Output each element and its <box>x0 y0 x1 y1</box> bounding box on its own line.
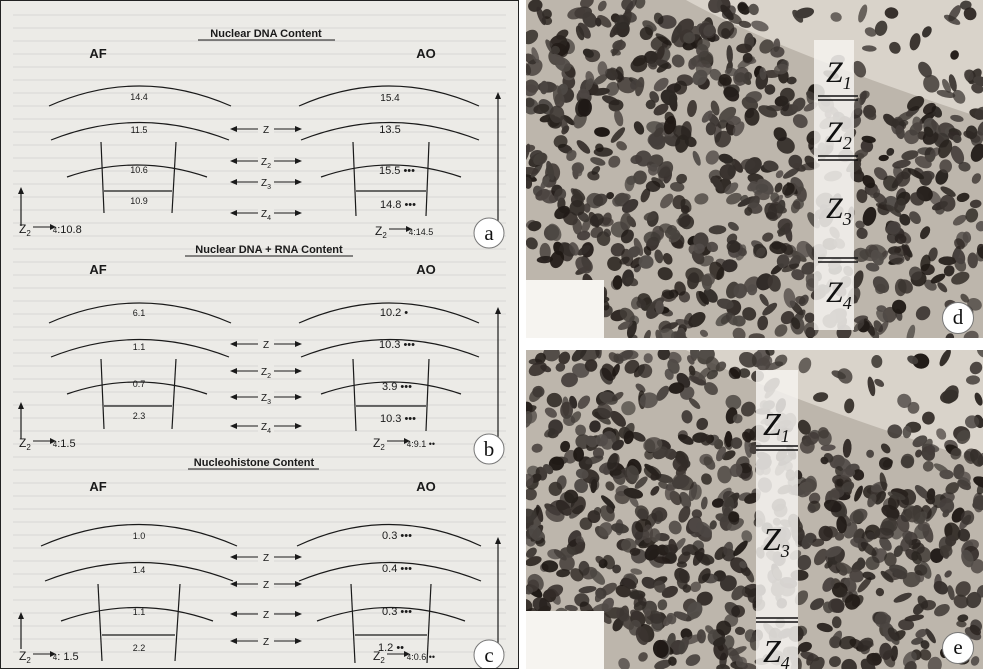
panel-a-ao-value-4: 14.8 ••• <box>380 199 416 211</box>
panel-a-af-value-2: 11.5 <box>131 125 148 135</box>
panel-b-ao-value-3: 3.9 ••• <box>382 381 412 393</box>
panel-c-ao-value-1: 0.3 ••• <box>382 530 412 542</box>
panel-b-right-label: AO <box>416 262 436 277</box>
nucleus-mark <box>895 279 907 296</box>
panel-a-af-value-1: 14.4 <box>130 92 148 102</box>
panel-b-ao-value-2: 10.3 ••• <box>379 339 415 351</box>
panel-c-ao-value-3: 0.3 ••• <box>382 606 412 618</box>
panel-b-left-label: AF <box>89 262 106 277</box>
panel-c-af-value-1: 1.0 <box>133 531 146 541</box>
panel-b-af-value-4: 2.3 <box>133 411 146 421</box>
micrograph-e: Z1Z3Z4 e <box>526 350 983 669</box>
panel-c-title: Nucleohistone Content <box>194 457 315 469</box>
panel-b-ao-value-4: 10.3 ••• <box>380 413 416 425</box>
panel-a-title: Nuclear DNA Content <box>210 28 322 40</box>
panel-b-title: Nuclear DNA + RNA Content <box>195 244 343 256</box>
panel-d-letter: d <box>942 302 974 334</box>
panel-c-ao-value-4: 1.2 •• <box>378 642 404 654</box>
panel-a-left-label: AF <box>89 46 106 61</box>
diagram-canvas: Nuclear DNA Content AF AO 14.4 11.5 10.6… <box>1 1 518 668</box>
panel-a-letter: a <box>484 221 494 245</box>
panel-c-af-value-4: 2.2 <box>133 643 146 653</box>
panel-a-right-label: AO <box>416 46 436 61</box>
micrograph-d-image: Z1Z2Z3Z4 <box>526 0 983 338</box>
panel-a-ao-value-1: 15.4 <box>380 93 400 104</box>
panel-b-letter: b <box>484 437 495 461</box>
panel-a-ao-value-3: 15.5 ••• <box>379 165 415 177</box>
panel-c-letter: c <box>484 643 493 667</box>
panel-a-af-value-3: 10.6 <box>130 165 148 175</box>
micrograph-panel: Z1Z2Z3Z4 d Z1Z3Z4 e <box>526 0 983 669</box>
zone-label: Z <box>263 125 269 136</box>
zone-label: Z <box>263 637 269 648</box>
panel-b-badge: b <box>474 434 504 464</box>
panel-a-right-ratio: Z24:14.5 <box>375 224 433 240</box>
panel-e-letter: e <box>942 632 974 664</box>
panel-b-af-value-2: 1.1 <box>133 342 146 352</box>
panel-b-af-value-3: 0.7 <box>133 379 146 389</box>
zone-label: Z <box>263 553 269 564</box>
panel-a-badge: a <box>474 218 504 248</box>
panel-a-ao-value-2: 13.5 <box>379 124 400 136</box>
panel-c-right-label: AO <box>416 479 436 494</box>
panel-c-ao-value-2: 0.4 ••• <box>382 563 412 575</box>
micrograph-e-image: Z1Z3Z4 <box>526 350 983 669</box>
zone-label: Z <box>263 580 269 591</box>
micrograph-d: Z1Z2Z3Z4 d <box>526 0 983 338</box>
nucleus-mark <box>573 447 584 462</box>
panel-c-left-label: AF <box>89 479 106 494</box>
panel-c-af-value-2: 1.4 <box>133 565 146 575</box>
panel-c-af-value-3: 1.1 <box>133 607 146 617</box>
panel-a: Nuclear DNA Content AF AO 14.4 11.5 10.6… <box>18 28 501 240</box>
panel-a-af-value-4: 10.9 <box>130 196 148 206</box>
nucleus-mark <box>939 159 952 173</box>
panel-a-zone-arrows: ZZ2Z3Z4 <box>230 123 302 222</box>
nucleus-mark <box>655 300 664 314</box>
zone-label: Z <box>263 610 269 621</box>
panel-c-badge: c <box>474 640 504 668</box>
panel-b-ao-value-1: 10.2 • <box>380 307 408 319</box>
panel-b-af-value-1: 6.1 <box>133 308 146 318</box>
panel-c-left-ratio: Z24: 1.5 <box>19 649 79 665</box>
figure-diagram-panel: Nuclear DNA Content AF AO 14.4 11.5 10.6… <box>0 0 519 669</box>
zone-label: Z <box>263 340 269 351</box>
